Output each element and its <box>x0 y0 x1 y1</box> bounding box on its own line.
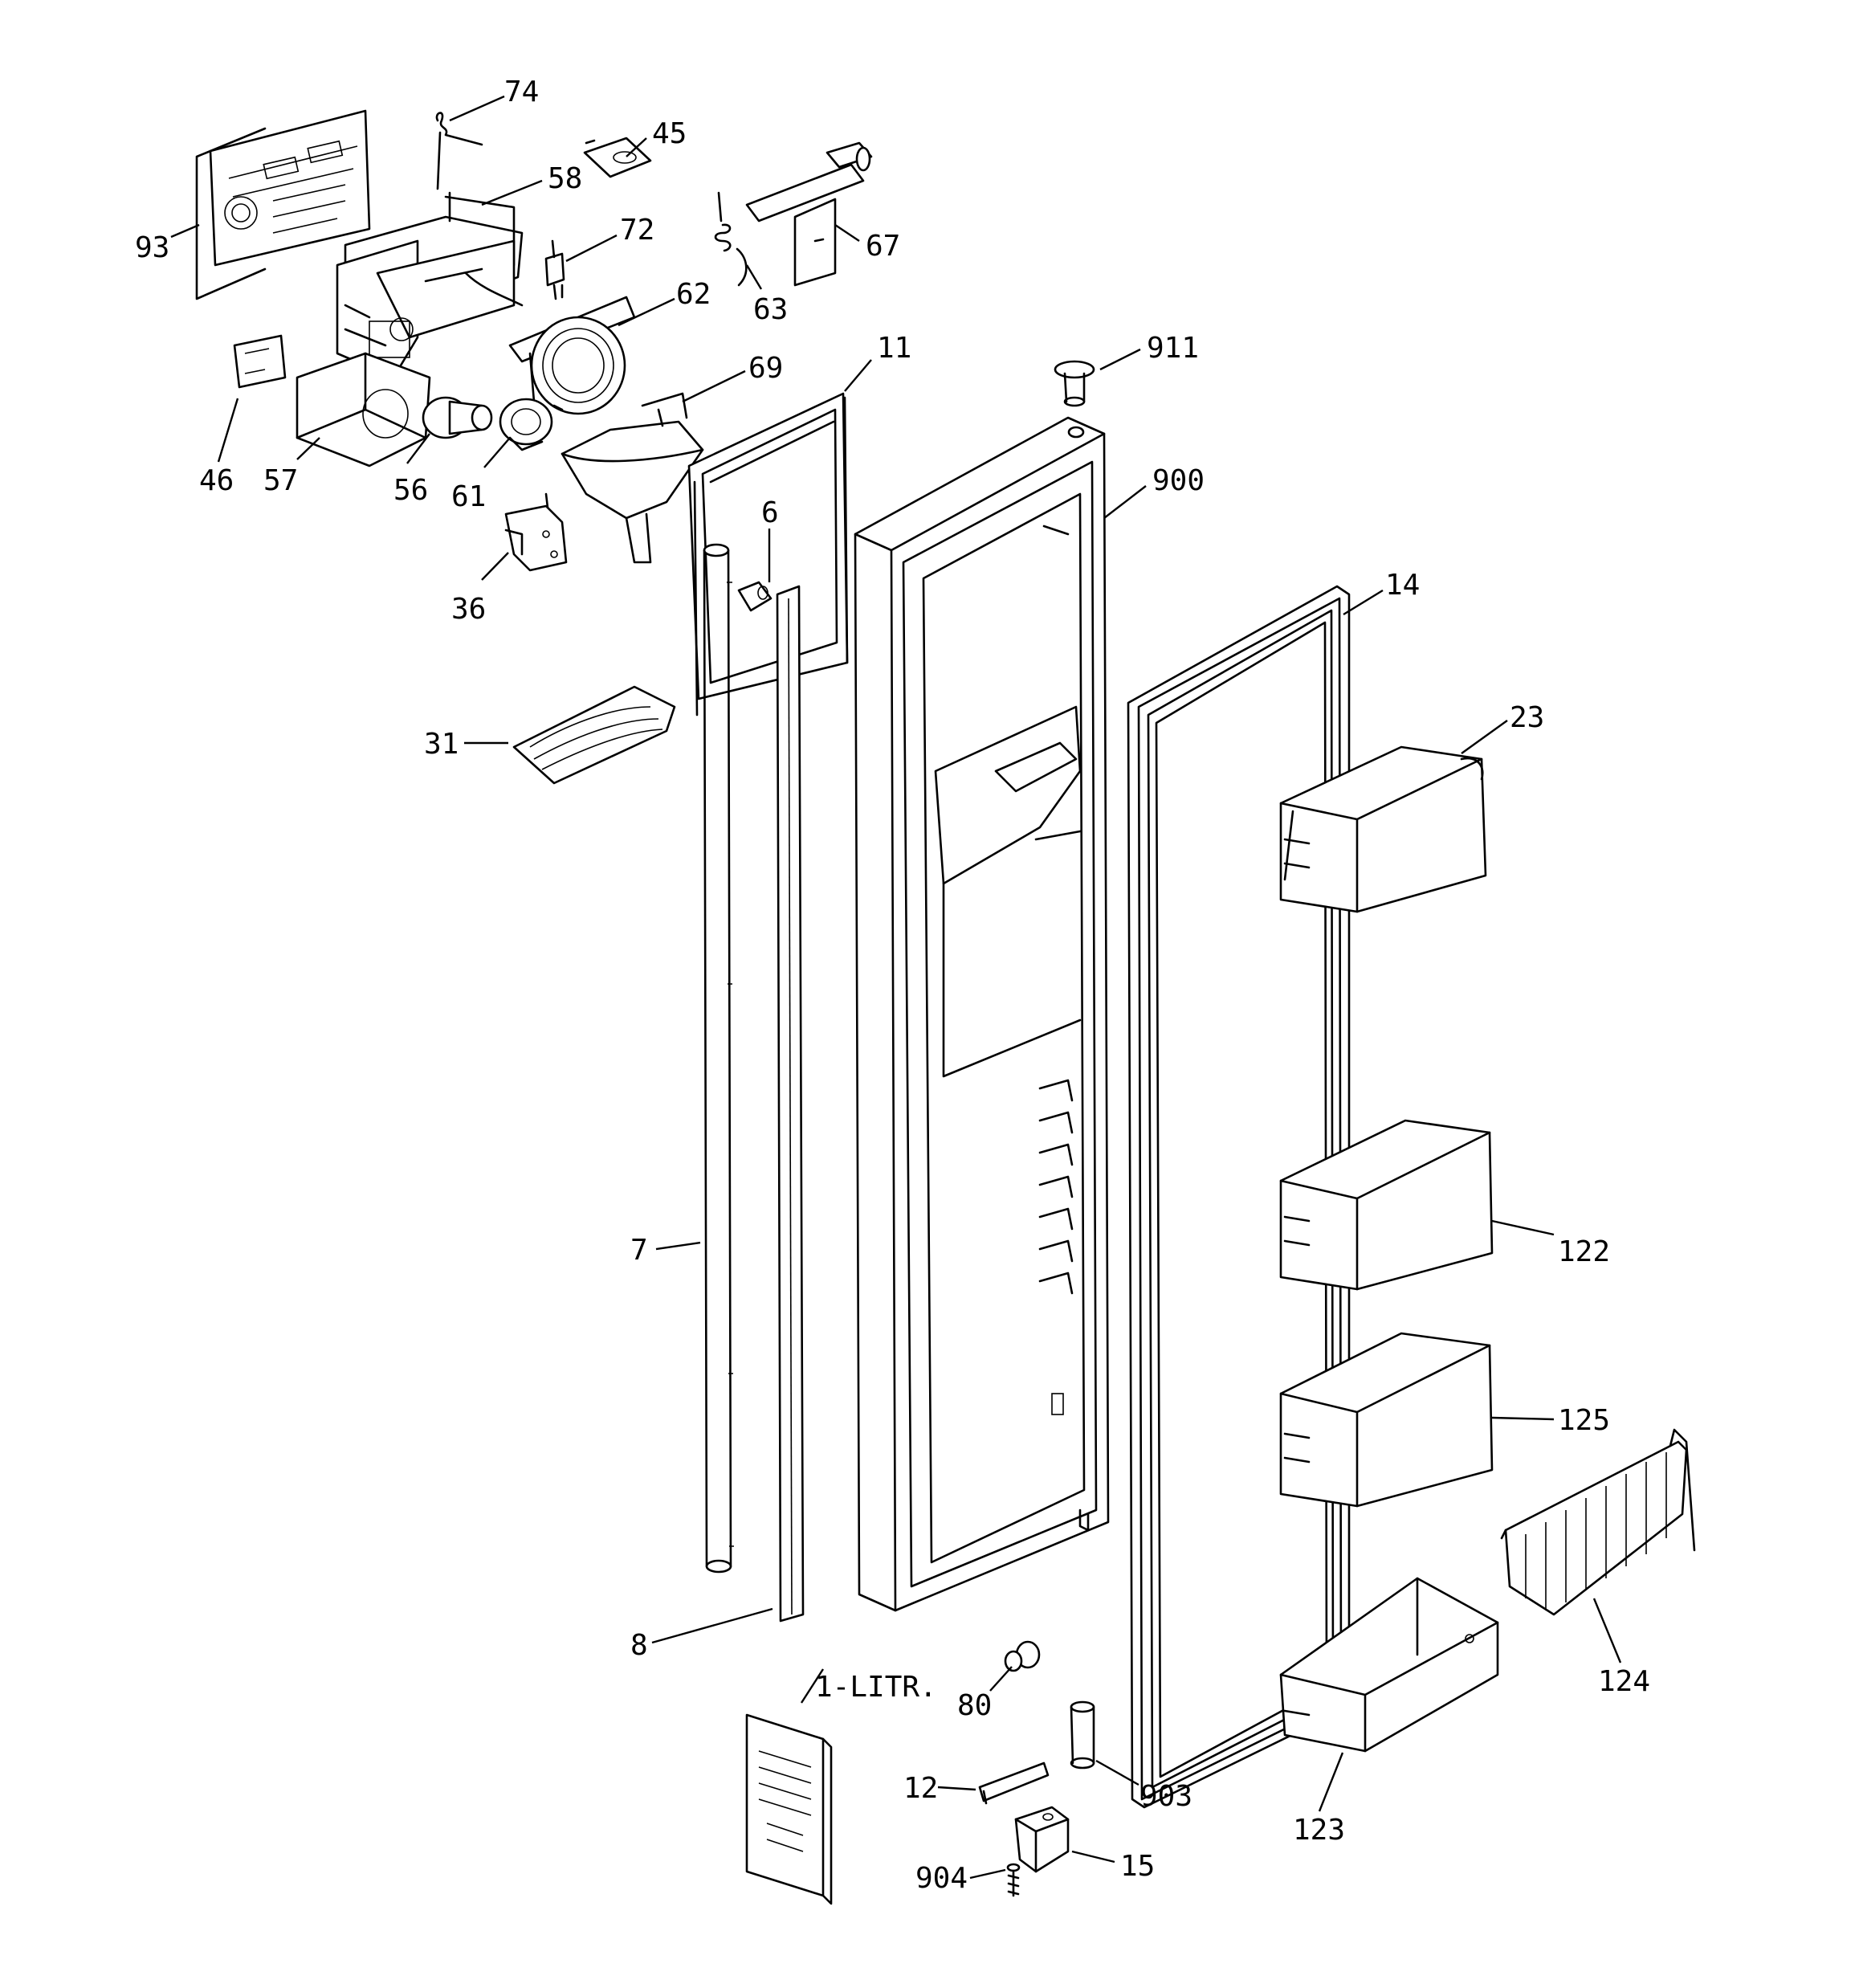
label-31: 31 <box>424 728 459 761</box>
label-46: 46 <box>199 464 234 497</box>
label-80: 80 <box>957 1689 992 1722</box>
part-125-door-bin <box>1279 1332 1494 1508</box>
label-8: 8 <box>630 1629 648 1662</box>
label-125: 125 <box>1558 1404 1610 1437</box>
part-72-switch <box>544 239 565 300</box>
label-62: 62 <box>676 278 711 311</box>
part-number-labels: 74 45 58 93 72 67 63 62 911 11 69 46 57 … <box>135 76 1650 1895</box>
label-1-litr: 1-LITR. <box>815 1671 937 1704</box>
label-57: 57 <box>263 464 298 497</box>
part-904-screw <box>1006 1863 1021 1897</box>
part-45-bracket <box>583 137 652 178</box>
part-12-hinge-plate <box>978 1761 1050 1805</box>
label-67: 67 <box>866 230 900 263</box>
part-123-bottom-bin <box>1279 1577 1499 1753</box>
part-23-door-bin <box>1279 745 1487 913</box>
label-36: 36 <box>451 593 486 626</box>
label-904: 904 <box>915 1862 968 1895</box>
part-122-door-bin <box>1279 1119 1494 1291</box>
label-45: 45 <box>652 117 687 150</box>
label-69: 69 <box>748 352 783 385</box>
label-12: 12 <box>903 1772 938 1805</box>
part-15-bottom-hinge <box>1014 1806 1070 1873</box>
part-58-dispenser-housing <box>336 191 524 379</box>
leader-lines <box>170 95 1622 1880</box>
label-56: 56 <box>393 474 428 507</box>
part-6-block <box>737 581 773 612</box>
label-14: 14 <box>1385 569 1420 602</box>
label-63: 63 <box>753 293 788 326</box>
label-6: 6 <box>761 496 779 529</box>
part-903-hinge-pin <box>1070 1700 1095 1770</box>
part-80-fitting <box>1004 1640 1041 1672</box>
part-911-bushing <box>1054 360 1095 407</box>
label-124: 124 <box>1598 1665 1650 1698</box>
label-7: 7 <box>630 1234 648 1267</box>
part-31-drip-tray <box>512 685 676 785</box>
part-124-wire-basket <box>1500 1428 1696 1616</box>
part-1-litr-manual <box>745 1713 833 1905</box>
label-72: 72 <box>620 214 654 247</box>
part-56-coupler <box>422 396 493 439</box>
part-69-ice-chute <box>561 392 704 564</box>
part-7-tube <box>703 543 734 1574</box>
part-8-strip <box>776 585 805 1623</box>
part-36-bracket <box>504 492 568 572</box>
part-63-spring <box>714 191 748 287</box>
label-911: 911 <box>1147 332 1199 365</box>
label-61: 61 <box>451 480 486 513</box>
label-15: 15 <box>1120 1850 1155 1883</box>
label-123: 123 <box>1293 1814 1345 1847</box>
label-93: 93 <box>135 231 169 264</box>
label-903: 903 <box>1140 1780 1192 1813</box>
part-900-door-liner <box>854 416 1110 1612</box>
part-57-motor-box <box>296 352 431 467</box>
part-46-cover <box>233 334 287 389</box>
label-900: 900 <box>1152 464 1205 497</box>
part-62-motor-ring <box>508 296 636 415</box>
door-shelf-clips <box>1038 1079 1090 1532</box>
label-23: 23 <box>1510 701 1544 734</box>
label-122: 122 <box>1558 1235 1610 1268</box>
part-74-spring <box>435 112 483 190</box>
label-58: 58 <box>548 162 582 195</box>
label-11: 11 <box>877 332 911 365</box>
part-61-gear <box>499 398 553 451</box>
part-93-control-panel <box>195 109 371 300</box>
label-74: 74 <box>504 76 539 108</box>
part-67-actuator <box>745 141 873 287</box>
